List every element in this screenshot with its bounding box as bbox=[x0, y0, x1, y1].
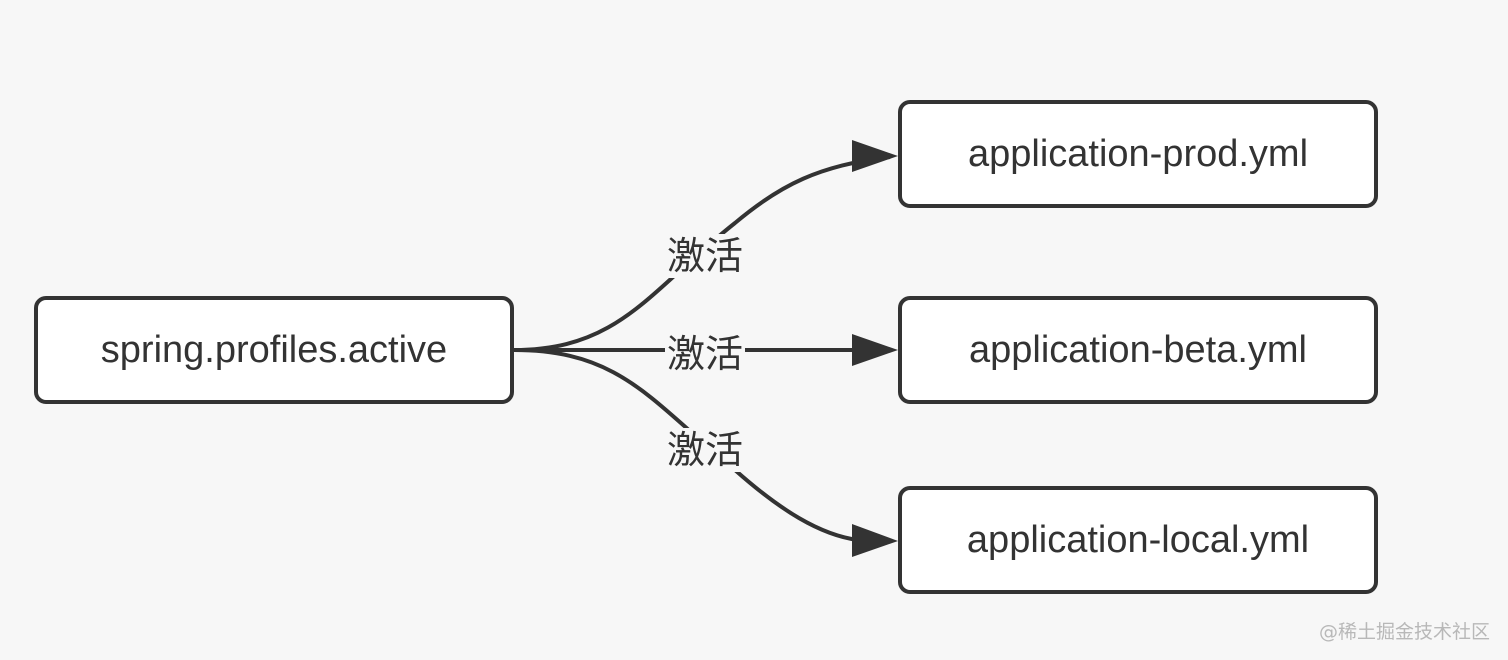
edge-label-local: 激活 bbox=[664, 428, 746, 472]
node-application-beta: application-beta.yml bbox=[898, 296, 1378, 404]
edge-label-prod: 激活 bbox=[664, 234, 746, 278]
node-application-local: application-local.yml bbox=[898, 486, 1378, 594]
watermark: @稀土掘金技术社区 bbox=[1318, 621, 1490, 643]
edge-to-prod bbox=[513, 155, 891, 352]
arrowhead-local bbox=[852, 524, 898, 557]
arrowhead-beta bbox=[852, 334, 898, 366]
node-spring-profiles-active: spring.profiles.active bbox=[34, 296, 514, 404]
edge-label-beta: 激活 bbox=[664, 332, 746, 376]
arrowhead-prod bbox=[852, 140, 898, 172]
node-application-prod: application-prod.yml bbox=[898, 100, 1378, 208]
